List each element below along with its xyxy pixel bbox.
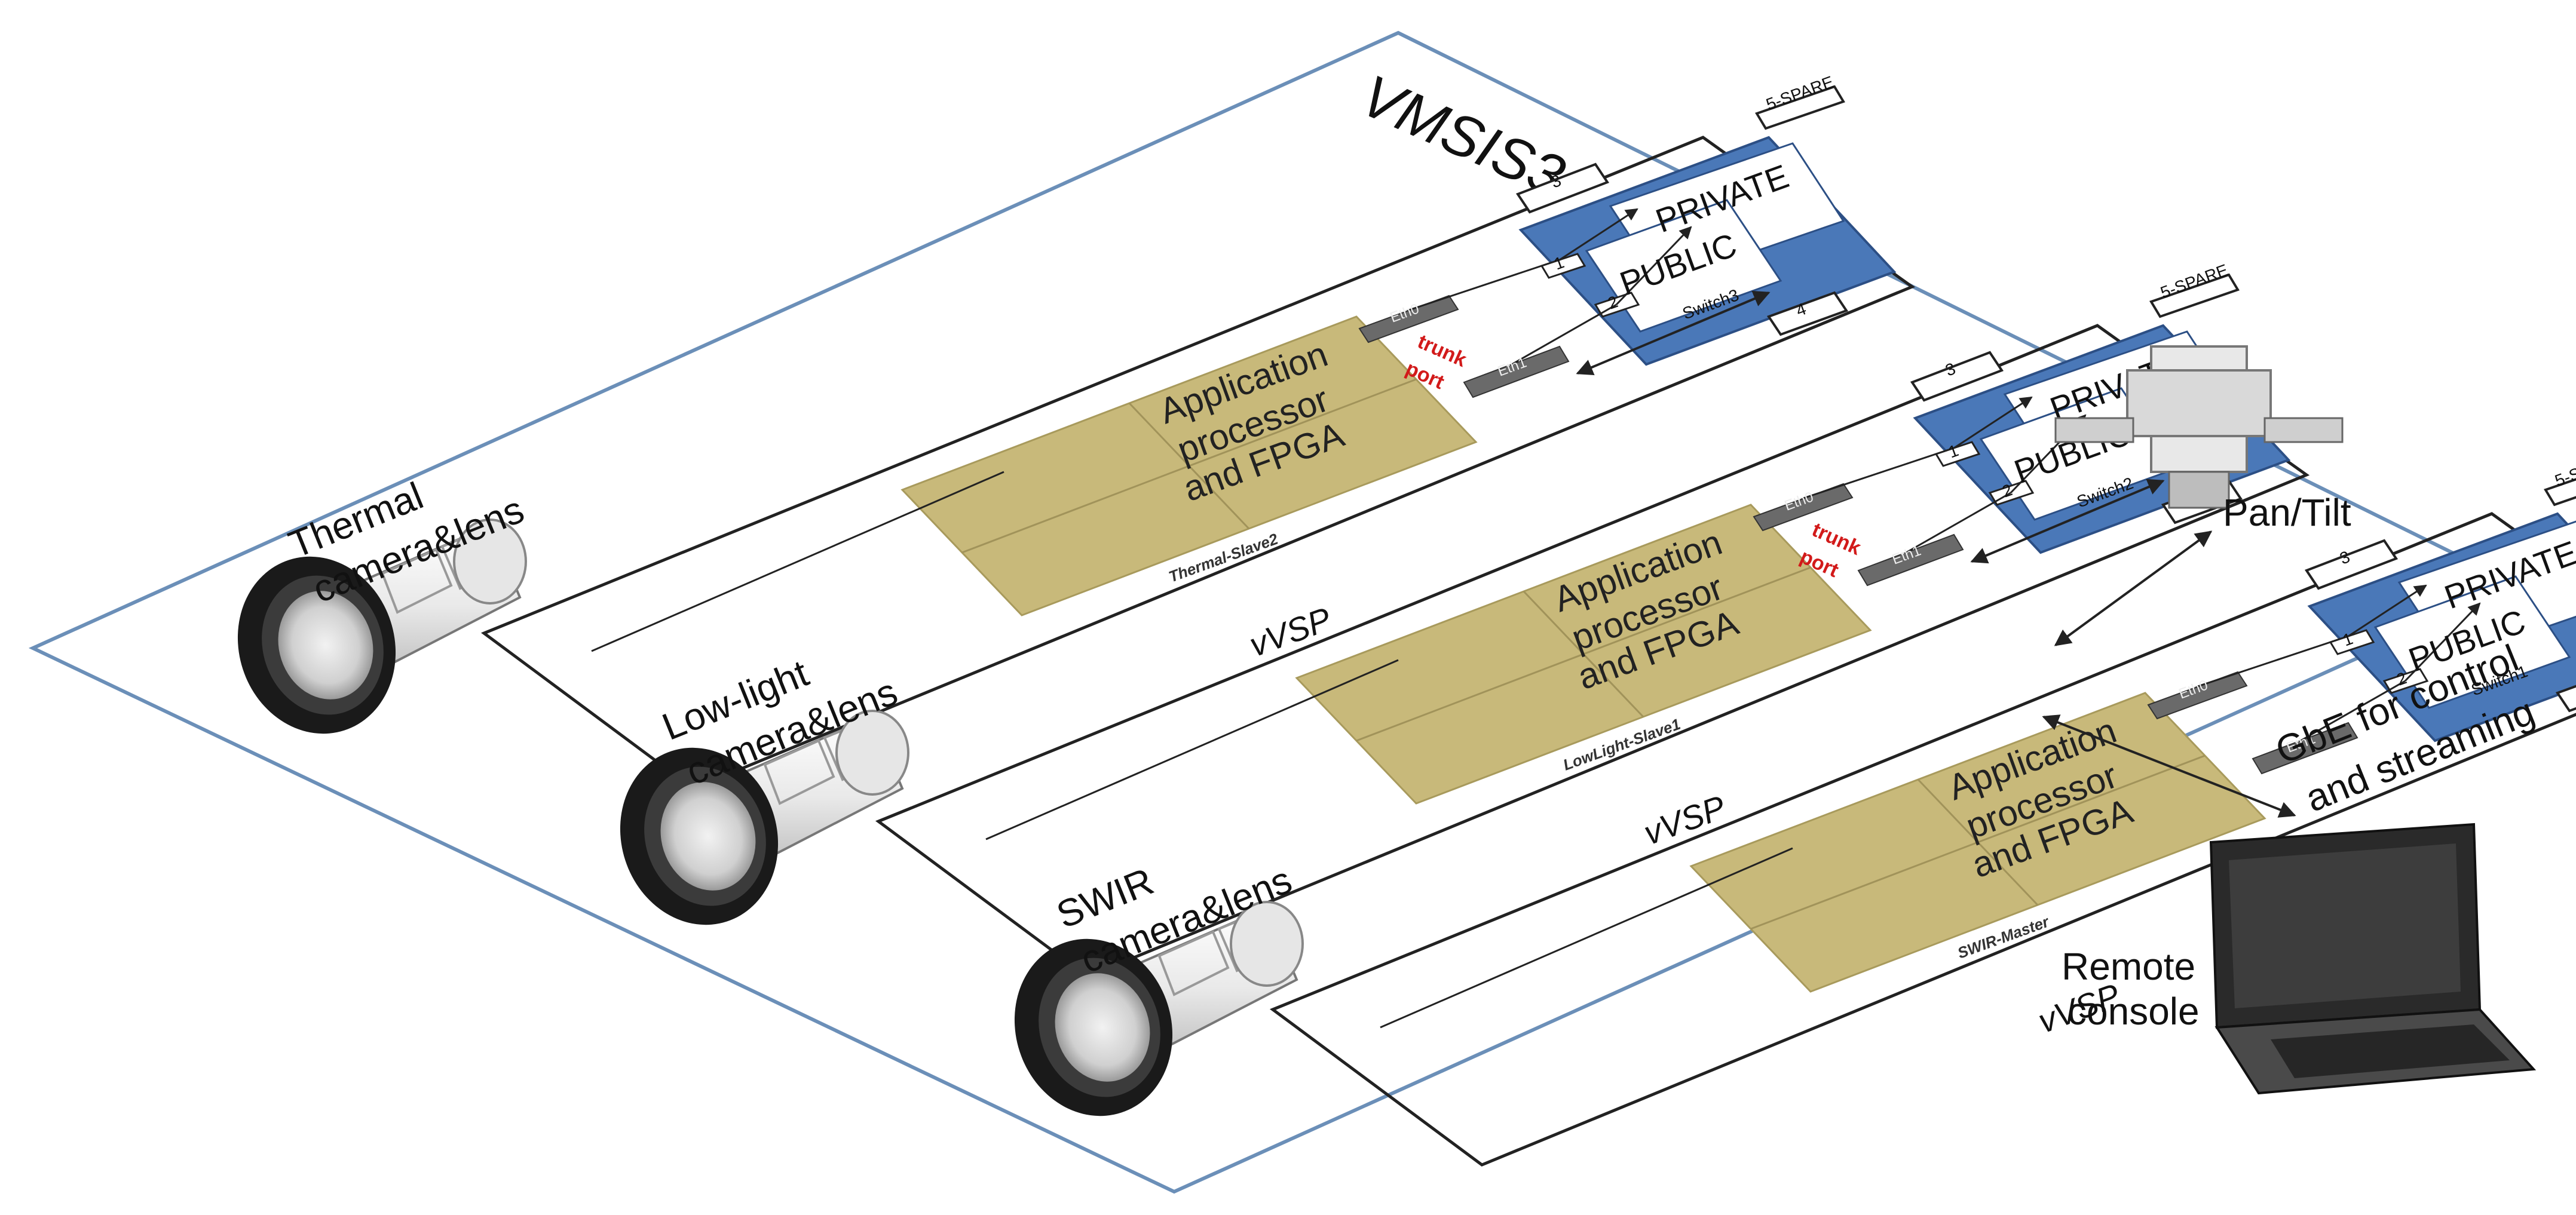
remote-console-label-2: console: [2067, 990, 2200, 1033]
pan-tilt-label: Pan/Tilt: [2223, 491, 2351, 534]
trunk-link-1: [1576, 290, 1771, 376]
remote-console-label: Remote: [2062, 945, 2195, 988]
pan-tilt-link: [2054, 530, 2213, 646]
trunk-link-2: [1970, 478, 2165, 564]
pan-tilt-unit: [2054, 345, 2344, 509]
gbe-link: [2042, 714, 2296, 818]
spare-port-label: 5-SPARE: [2552, 449, 2576, 490]
remote-console: [2209, 823, 2537, 1095]
